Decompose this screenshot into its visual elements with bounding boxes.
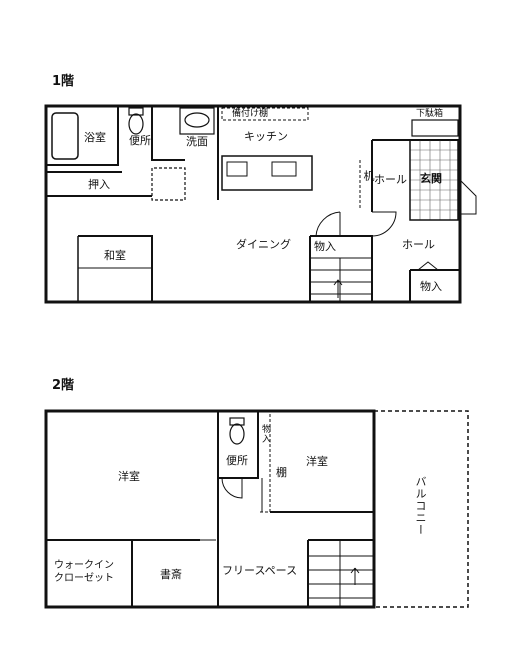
door-arc-dining: [315, 211, 341, 237]
room-storage-stair: 物入: [314, 240, 336, 253]
room-shelf: 棚: [276, 466, 287, 479]
room-genkan: 玄関: [420, 172, 442, 185]
cabinet-outline: [221, 107, 309, 121]
kitchen-counter: [221, 155, 313, 191]
floor2-title: 2階: [52, 378, 75, 393]
room-hall-top: ホール: [374, 173, 407, 186]
room-oshiire: 押入: [88, 178, 110, 191]
room-washroom: 洗面: [186, 135, 208, 148]
room-free-space: フリースペース: [222, 564, 298, 577]
stair-steps-1f: [310, 257, 372, 302]
room-toilet-1f: 便所: [129, 134, 151, 147]
room-kitchen: キッチン: [244, 130, 288, 143]
door-arc-toilet-2f: [221, 477, 243, 499]
stair-steps-2f: [308, 540, 374, 607]
bath-wall: [46, 106, 119, 166]
room-western-right: 洋室: [306, 455, 328, 468]
stair-arrow-1f: [333, 279, 343, 298]
washbasin: [179, 107, 215, 135]
room-study: 書斎: [160, 568, 182, 581]
room-hall: ホール: [402, 238, 435, 251]
door-arc-hall: [371, 211, 397, 237]
washitsu-wall: [78, 235, 153, 302]
toilet-wall: [151, 106, 185, 161]
room-cabinet: 備付け棚: [232, 109, 269, 119]
genkan-tiles: [410, 140, 458, 220]
room-washitsu: 和室: [104, 249, 126, 262]
shower-space: [151, 167, 186, 201]
room-bath: 浴室: [84, 131, 106, 144]
storage-door-1f: [417, 261, 439, 271]
storage-outline-2f: [258, 410, 271, 513]
room-dining: ダイニング: [236, 238, 291, 251]
sink-left: [226, 161, 248, 177]
stair-arrow-2f: [350, 567, 360, 585]
bathtub: [51, 112, 79, 160]
toilet-tank-1f: [128, 107, 144, 116]
washbasin-bowl: [184, 112, 210, 128]
floor1-plan: [44, 104, 477, 304]
entrance-door: [459, 179, 477, 215]
room-storage-1f: 物入: [420, 280, 442, 293]
toilet-wall-2f: [218, 411, 259, 479]
shoe-box: [411, 119, 459, 137]
sink-right: [271, 161, 297, 177]
floor1-outer-wall: [44, 104, 462, 304]
genkan-floor: [409, 139, 459, 221]
balcony-outline: [373, 410, 469, 608]
toilet-tank-2f: [229, 417, 245, 426]
room-shoe-box: 下駄箱: [416, 109, 444, 119]
room-walkin: ウォークイン クローゼット: [54, 560, 114, 584]
room-desk: 机: [362, 170, 375, 182]
room-toilet-2f: 便所: [226, 454, 248, 467]
room-balcony: バルコニー: [414, 476, 427, 536]
room-storage-2f: 物入: [260, 424, 270, 444]
floor1-title: 1階: [52, 74, 75, 89]
room-western-left: 洋室: [118, 470, 140, 483]
floor2-outer-wall: [44, 409, 376, 609]
floor2-plan: [44, 409, 469, 609]
toilet-bowl-2f: [229, 423, 245, 445]
toilet-bowl-1f: [128, 113, 144, 135]
